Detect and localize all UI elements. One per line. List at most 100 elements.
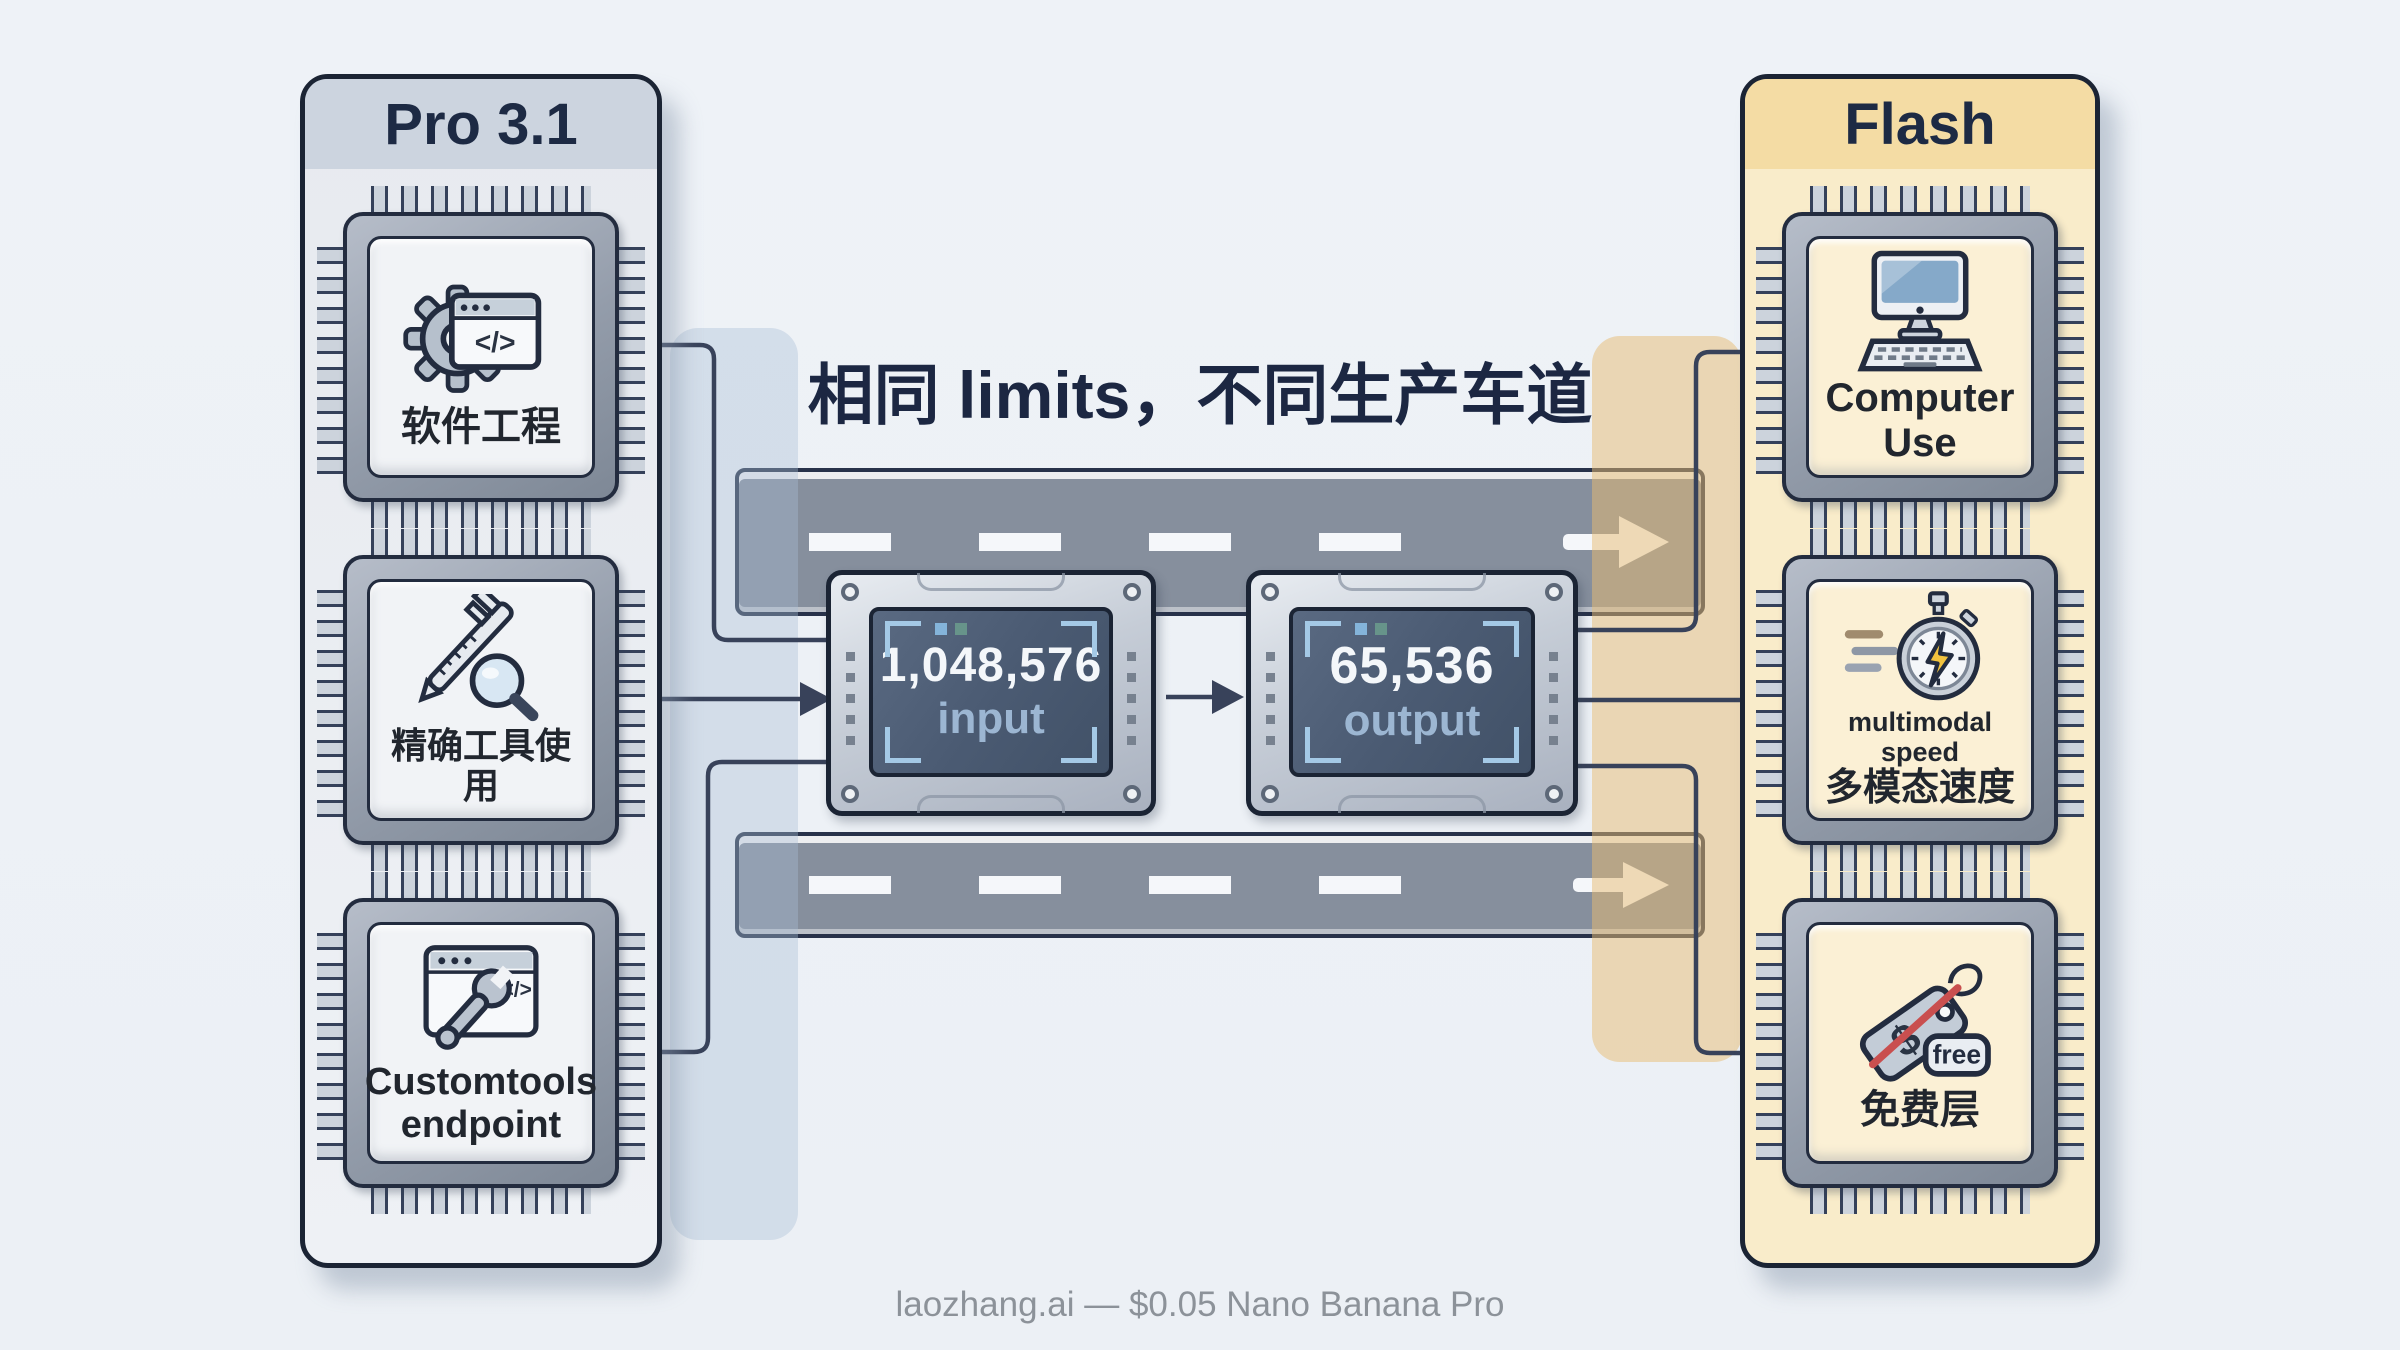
corner-bracket xyxy=(1305,727,1341,763)
chip-pins xyxy=(317,926,343,1160)
chip-label: 免费层 xyxy=(1860,1087,1980,1132)
display-side-rail xyxy=(1266,641,1275,745)
chip-pins xyxy=(317,240,343,474)
corner-bracket xyxy=(885,621,921,657)
chip-label: endpoint xyxy=(400,1104,562,1146)
display-top-plate xyxy=(1337,573,1487,591)
chip-pins xyxy=(1756,240,1782,474)
chip-pins xyxy=(619,583,645,817)
chip-label: 软件工程 xyxy=(401,404,561,449)
screen-dot xyxy=(935,623,947,635)
chip-pins xyxy=(1810,502,2030,528)
chip-label: Use xyxy=(1883,421,1957,465)
input-limit-display: 1,048,576 input xyxy=(826,570,1156,816)
output-token-value: 65,536 xyxy=(1329,637,1495,696)
chip-pins xyxy=(1810,529,2030,555)
chip-label: Computer xyxy=(1825,376,2015,421)
corner-bracket xyxy=(885,727,921,763)
chip-body: $ free 免费层 xyxy=(1782,898,2058,1188)
gear-code-icon: </> xyxy=(403,284,542,393)
display-bottom-plate xyxy=(1337,795,1487,813)
free-badge: free xyxy=(1933,1039,1982,1069)
chip-pins xyxy=(371,502,591,528)
chip-body: </> 软件工程 xyxy=(343,212,619,502)
chip-pins xyxy=(619,240,645,474)
screw-icon xyxy=(1261,785,1279,803)
computer-icon xyxy=(1857,250,1983,372)
chip-software-engineering: </> 软件工程 xyxy=(317,186,645,528)
output-token-label: output xyxy=(1343,696,1481,746)
chip-pins xyxy=(1756,583,1782,817)
merge-band-left xyxy=(670,328,798,1240)
chip-pins xyxy=(2058,583,2084,817)
caliper-magnifier-icon xyxy=(418,593,539,721)
flash-panel-title: Flash xyxy=(1844,91,1996,157)
screw-icon xyxy=(1123,785,1141,803)
chip-pins xyxy=(371,529,591,555)
display-side-rail xyxy=(846,641,855,745)
stopwatch-speed-icon xyxy=(1844,591,1981,701)
screw-icon xyxy=(1123,583,1141,601)
chip-pins xyxy=(371,1188,591,1214)
chip-pins xyxy=(317,583,343,817)
code-glyph: </> xyxy=(475,326,516,358)
flash-panel-header: Flash xyxy=(1745,79,2095,169)
chip-pins xyxy=(371,186,591,212)
page-title: 相同 limits，不同生产车道 xyxy=(807,358,1593,432)
screw-icon xyxy=(1545,785,1563,803)
chip-multimodal-speed: multimodal speed 多模态速度 xyxy=(1756,529,2084,871)
chip-label: multimodal speed xyxy=(1847,706,1992,768)
display-bottom-plate xyxy=(917,795,1065,813)
chip-pins xyxy=(2058,240,2084,474)
chip-body: multimodal speed 多模态速度 xyxy=(1782,555,2058,845)
display-side-rail xyxy=(1549,641,1558,745)
chip-label: Customtools xyxy=(364,1061,598,1104)
corner-bracket xyxy=(1483,621,1519,657)
screen-dot xyxy=(1355,623,1367,635)
chip-body: 精确工具使用 xyxy=(343,555,619,845)
chip-pins xyxy=(371,845,591,871)
screw-icon xyxy=(1261,583,1279,601)
chip-precise-tool-use: 精确工具使用 xyxy=(317,529,645,871)
chip-body: Computer Use xyxy=(1782,212,2058,502)
corner-bracket xyxy=(1061,727,1097,763)
chip-pins xyxy=(371,872,591,898)
input-token-value: 1,048,576 xyxy=(879,639,1103,693)
watermark: laozhang.ai — $0.05 Nano Banana Pro xyxy=(895,1285,1505,1324)
arrowhead-input-to-output xyxy=(1212,680,1244,714)
screw-icon xyxy=(1545,583,1563,601)
chip-pins xyxy=(619,926,645,1160)
chip-pins xyxy=(1810,1188,2030,1214)
chip-computer-use: Computer Use xyxy=(1756,186,2084,528)
input-screen: 1,048,576 input xyxy=(869,607,1113,777)
display-side-rail xyxy=(1127,641,1136,745)
chip-pins xyxy=(1756,926,1782,1160)
arrowhead-into-input xyxy=(800,682,832,716)
display-top-plate xyxy=(917,573,1065,591)
screw-icon xyxy=(841,583,859,601)
chip-pins xyxy=(2058,926,2084,1160)
pro-panel-header: Pro 3.1 xyxy=(305,79,657,169)
lane-dashes xyxy=(809,876,1451,894)
input-token-label: input xyxy=(937,694,1045,744)
chip-customtools-endpoint: </> Customtools endpoint xyxy=(317,872,645,1214)
pro-panel-title: Pro 3.1 xyxy=(384,91,578,157)
road-lane-bottom xyxy=(735,832,1705,938)
chip-free-tier: $ free 免费层 xyxy=(1756,872,2084,1214)
screen-dot xyxy=(955,623,967,635)
price-tag-free-icon: $ free xyxy=(1859,963,1991,1082)
output-screen: 65,536 output xyxy=(1289,607,1535,777)
output-limit-display: 65,536 output xyxy=(1246,570,1578,816)
chip-pins xyxy=(1810,186,2030,212)
corner-bracket xyxy=(1305,621,1341,657)
chip-label: 精确工具使用 xyxy=(390,724,571,806)
corner-bracket xyxy=(1061,621,1097,657)
chip-pins xyxy=(1810,872,2030,898)
wrench-window-icon: </> xyxy=(423,945,539,1051)
chip-body: </> Customtools endpoint xyxy=(343,898,619,1188)
chip-label: 多模态速度 xyxy=(1824,767,2015,810)
chip-pins xyxy=(1810,845,2030,871)
screen-dot xyxy=(1375,623,1387,635)
screw-icon xyxy=(841,785,859,803)
